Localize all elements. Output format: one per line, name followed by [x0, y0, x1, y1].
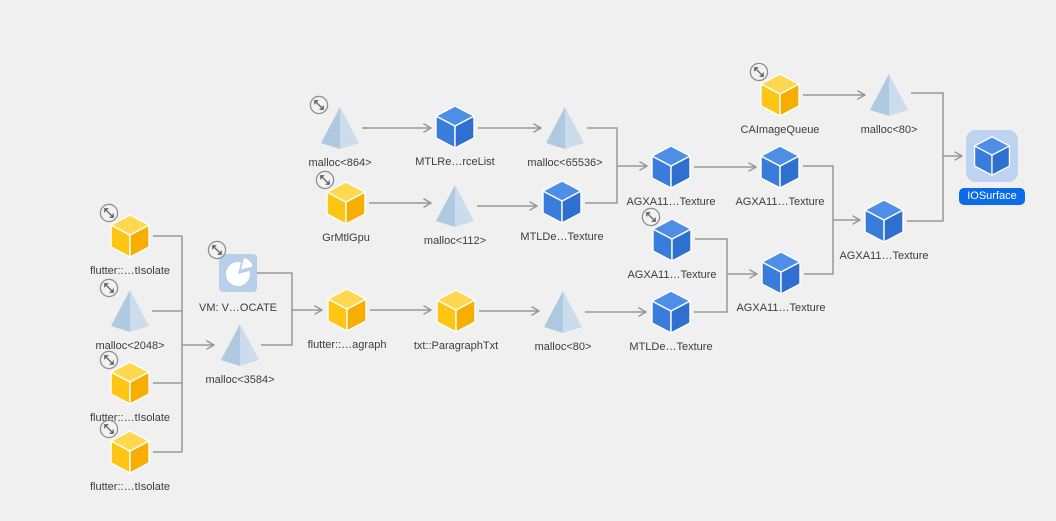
node-label: malloc<864> — [308, 157, 372, 169]
node-flutter-isolate-1[interactable]: flutter::…tIsolate — [70, 212, 190, 278]
node-label: malloc<80> — [860, 124, 918, 136]
node-label: GrMtlGpu — [322, 232, 370, 244]
pyramid-icon — [541, 104, 589, 152]
node-grmtlgpu[interactable]: GrMtlGpu — [286, 179, 406, 245]
node-malloc-864[interactable]: malloc<864> — [280, 104, 400, 170]
expand-badge-icon[interactable] — [315, 170, 335, 190]
yellow-cube-icon — [432, 287, 480, 335]
pyramid-icon — [431, 182, 479, 230]
node-label: flutter::…tIsolate — [89, 265, 171, 277]
yellow-cube-icon — [323, 286, 371, 334]
node-label: malloc<80> — [534, 341, 592, 353]
node-txt-paragraphtxt[interactable]: txt::ParagraphTxt — [396, 287, 516, 353]
node-agx-texture-1[interactable]: AGXA11…Texture — [611, 143, 731, 209]
node-label: flutter::…tIsolate — [89, 481, 171, 493]
expand-badge-icon[interactable] — [309, 95, 329, 115]
node-malloc-80-bottom[interactable]: malloc<80> — [503, 288, 623, 354]
node-malloc-80-top[interactable]: malloc<80> — [829, 71, 949, 137]
node-vm-allocate[interactable]: VM: V…OCATE — [178, 249, 298, 315]
node-malloc-2048[interactable]: malloc<2048> — [70, 287, 190, 353]
node-label: txt::ParagraphTxt — [413, 340, 499, 352]
node-label: CAImageQueue — [740, 124, 820, 136]
expand-badge-icon[interactable] — [99, 278, 119, 298]
node-flutter-isolate-3[interactable]: flutter::…tIsolate — [70, 428, 190, 494]
blue-cube-icon — [538, 178, 586, 226]
node-malloc-3584[interactable]: malloc<3584> — [180, 321, 300, 387]
node-agx-texture-5[interactable]: AGXA11…Texture — [824, 197, 944, 263]
blue-cube-icon — [757, 249, 805, 297]
expand-badge-icon[interactable] — [99, 350, 119, 370]
node-label: malloc<112> — [423, 235, 487, 247]
node-label: AGXA11…Texture — [626, 196, 716, 208]
blue-cube-icon — [756, 143, 804, 191]
node-label: malloc<2048> — [95, 340, 165, 352]
node-label: AGXA11…Texture — [736, 302, 826, 314]
selected-node-highlight — [966, 130, 1018, 182]
node-label: flutter::…agraph — [307, 339, 387, 351]
expand-badge-icon[interactable] — [207, 240, 227, 260]
pyramid-icon — [216, 321, 264, 369]
node-label: VM: V…OCATE — [198, 302, 278, 314]
pyramid-icon — [865, 71, 913, 119]
node-label: MTLDe…Texture — [520, 231, 604, 243]
selected-node-label: IOSurface — [959, 188, 1025, 205]
node-caimagequeue[interactable]: CAImageQueue — [720, 71, 840, 137]
node-agx-texture-2[interactable]: AGXA11…Texture — [720, 143, 840, 209]
node-agx-texture-4[interactable]: AGXA11…Texture — [721, 249, 841, 315]
node-malloc-65536[interactable]: malloc<65536> — [505, 104, 625, 170]
node-label: AGXA11…Texture — [735, 196, 825, 208]
node-flutter-paragraph[interactable]: flutter::…agraph — [287, 286, 407, 352]
node-mtlresourcelist[interactable]: MTLRe…rceList — [395, 103, 515, 169]
node-label: malloc<65536> — [527, 157, 603, 169]
node-malloc-112[interactable]: malloc<112> — [395, 182, 515, 248]
node-mtldebug-texture-2[interactable]: MTLDe…Texture — [502, 178, 622, 244]
node-label: MTLRe…rceList — [415, 156, 495, 168]
node-iosurface[interactable]: IOSurface — [932, 130, 1052, 205]
blue-cube-icon — [431, 103, 479, 151]
node-label: AGXA11…Texture — [839, 250, 929, 262]
node-label: malloc<3584> — [205, 374, 275, 386]
node-label: flutter::…tIsolate — [89, 412, 171, 424]
node-flutter-isolate-2[interactable]: flutter::…tIsolate — [70, 359, 190, 425]
blue-cube-icon — [647, 288, 695, 336]
node-label: AGXA11…Texture — [627, 269, 717, 281]
expand-badge-icon[interactable] — [99, 203, 119, 223]
expand-badge-icon[interactable] — [99, 419, 119, 439]
pyramid-icon — [539, 288, 587, 336]
expand-badge-icon[interactable] — [641, 207, 661, 227]
node-agx-texture-3[interactable]: AGXA11…Texture — [612, 216, 732, 282]
blue-cube-icon — [970, 134, 1014, 178]
node-mtldebug-texture-bottom[interactable]: MTLDe…Texture — [611, 288, 731, 354]
blue-cube-icon — [647, 143, 695, 191]
node-label: MTLDe…Texture — [629, 341, 713, 353]
blue-cube-icon — [860, 197, 908, 245]
expand-badge-icon[interactable] — [749, 62, 769, 82]
